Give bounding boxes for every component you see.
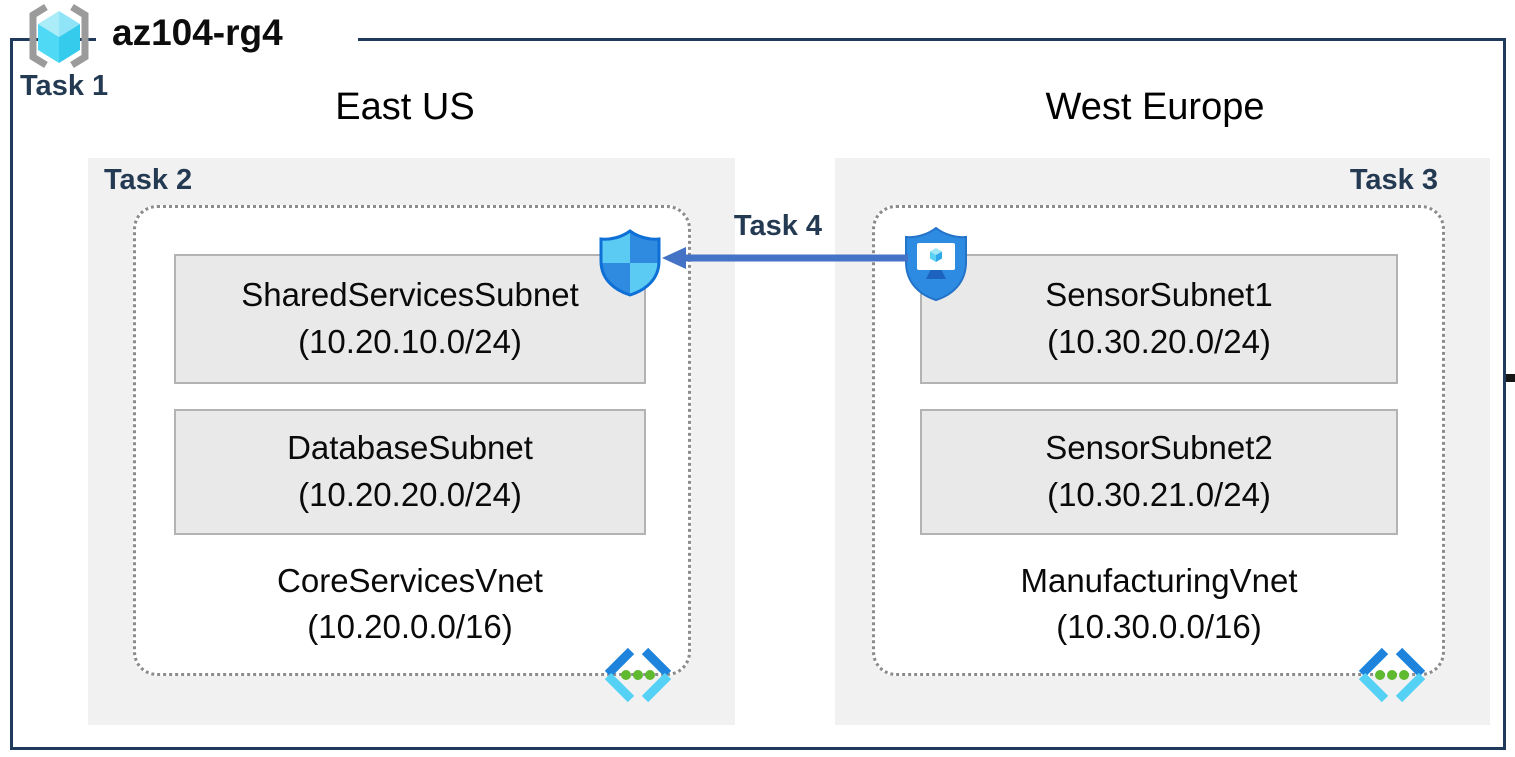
subnet-cidr: (10.20.10.0/24) — [298, 323, 522, 360]
subnet-box-sensorsubnet1: SensorSubnet1 (10.30.20.0/24) — [920, 254, 1398, 384]
edge-dash-mark — [1506, 374, 1515, 382]
subnet-cidr: (10.30.20.0/24) — [1047, 323, 1271, 360]
vnet-cidr: (10.20.0.0/16) — [307, 608, 513, 646]
bastion-shield-icon — [905, 226, 967, 302]
resource-group-title: az104-rg4 — [112, 12, 283, 53]
subnet-box-sensorsubnet2: SensorSubnet2 (10.30.21.0/24) — [920, 409, 1398, 535]
subnet-name: SensorSubnet1 — [1045, 276, 1273, 314]
peering-arrow — [662, 247, 908, 269]
frame-title-gap — [96, 35, 358, 45]
virtual-network-icon — [604, 648, 672, 702]
region-title-east-us: East US — [335, 86, 475, 128]
subnet-name: DatabaseSubnet — [287, 429, 533, 467]
subnet-box-sharedservices: SharedServicesSubnet (10.20.10.0/24) — [174, 254, 646, 384]
subnet-name: SensorSubnet2 — [1045, 429, 1273, 467]
virtual-network-icon — [1358, 648, 1426, 702]
vnet-name: CoreServicesVnet — [277, 562, 543, 599]
resource-group-icon — [29, 4, 89, 68]
task3-label: Task 3 — [1349, 164, 1438, 196]
resource-group-frame — [10, 38, 1506, 750]
task4-label: Task 4 — [733, 210, 823, 242]
task2-label: Task 2 — [104, 164, 193, 196]
task1-label: Task 1 — [20, 70, 109, 102]
subnet-cidr: (10.30.21.0/24) — [1047, 476, 1271, 513]
subnet-name: SharedServicesSubnet — [241, 276, 579, 314]
vnet-name: ManufacturingVnet — [1020, 562, 1298, 599]
nsg-shield-icon — [599, 229, 661, 297]
vnet-cidr: (10.30.0.0/16) — [1056, 608, 1262, 646]
region-title-west-europe: West Europe — [1045, 86, 1265, 128]
subnet-box-database: DatabaseSubnet (10.20.20.0/24) — [174, 409, 646, 535]
vnet-label-manufacturing: ManufacturingVnet (10.30.0.0/16) — [920, 558, 1398, 650]
vnet-label-coreservices: CoreServicesVnet (10.20.0.0/16) — [174, 558, 646, 650]
subnet-cidr: (10.20.20.0/24) — [298, 476, 522, 513]
